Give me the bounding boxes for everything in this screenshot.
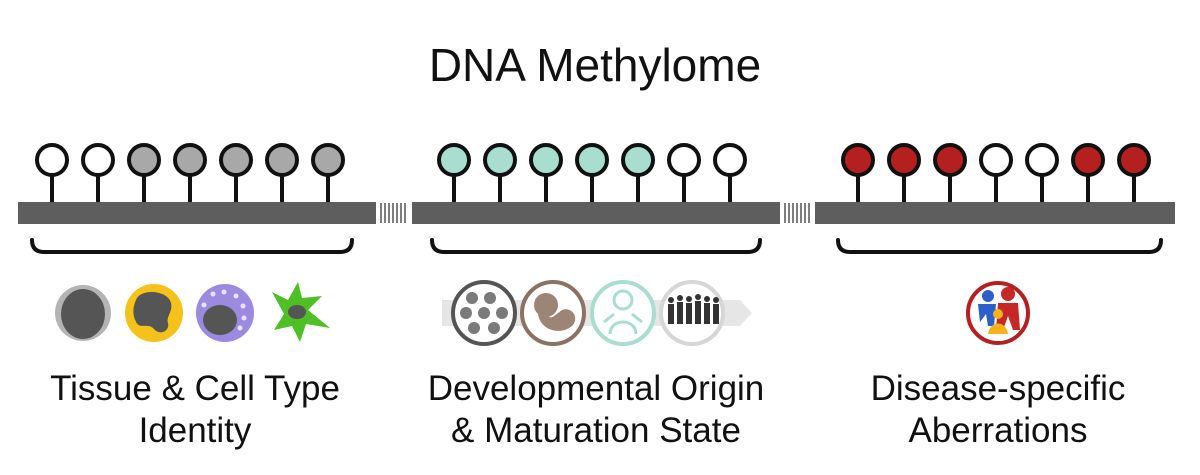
cpg-site-teal bbox=[621, 143, 655, 202]
diagram-title: DNA Methylome bbox=[428, 39, 762, 91]
braces bbox=[30, 238, 1163, 254]
cell-green-icon bbox=[272, 282, 330, 342]
strand-gap-2 bbox=[784, 203, 810, 223]
dna-strands bbox=[18, 202, 1175, 224]
cpg-site-teal bbox=[529, 143, 563, 202]
cpg-site-unmethylated bbox=[35, 143, 69, 202]
cpg-site-teal bbox=[575, 143, 609, 202]
strand-gap-1 bbox=[380, 203, 406, 223]
caption-tissue-cell-type: Tissue & Cell Type Identity bbox=[5, 368, 385, 452]
caption-line: Disease-specific bbox=[870, 369, 1126, 408]
cpg-site-grey bbox=[311, 143, 345, 202]
adults-icon bbox=[659, 280, 725, 346]
brace-2 bbox=[430, 238, 762, 254]
caption-line: Aberrations bbox=[908, 411, 1088, 450]
cell-grey-icon bbox=[55, 285, 111, 341]
embryo-cells-icon bbox=[451, 280, 517, 346]
cpg-site-unmethylated bbox=[713, 143, 747, 202]
infant-icon bbox=[590, 280, 656, 346]
cpg-site-red bbox=[1117, 143, 1151, 202]
cpg-site-red bbox=[933, 143, 967, 202]
brace-3 bbox=[836, 238, 1163, 254]
cell-purple-icon bbox=[196, 284, 254, 342]
caption-developmental-origin: Developmental Origin & Maturation State bbox=[406, 368, 786, 452]
cpg-site-unmethylated bbox=[979, 143, 1013, 202]
cpg-site-unmethylated bbox=[667, 143, 701, 202]
cpg-site-red bbox=[1071, 143, 1105, 202]
caption-line: Developmental Origin bbox=[427, 369, 765, 408]
cpg-site-unmethylated bbox=[81, 143, 115, 202]
caption-disease-aberrations: Disease-specific Aberrations bbox=[808, 368, 1188, 452]
cpg-site-teal bbox=[483, 143, 517, 202]
cpg-site-red bbox=[887, 143, 921, 202]
caption-line: Identity bbox=[138, 411, 252, 450]
dna-strand-1 bbox=[18, 202, 376, 224]
people-icon bbox=[966, 281, 1030, 345]
caption-line: Tissue & Cell Type bbox=[50, 369, 340, 408]
cpg-sites bbox=[35, 143, 1151, 202]
cpg-site-unmethylated bbox=[1025, 143, 1059, 202]
dna-strand-3 bbox=[815, 202, 1175, 224]
caption-line: & Maturation State bbox=[451, 411, 741, 450]
fetus-icon bbox=[520, 280, 586, 346]
cpg-site-red bbox=[841, 143, 875, 202]
cpg-site-grey bbox=[219, 143, 253, 202]
cpg-site-teal bbox=[437, 143, 471, 202]
cpg-site-grey bbox=[173, 143, 207, 202]
brace-1 bbox=[30, 238, 354, 254]
cpg-site-grey bbox=[265, 143, 299, 202]
dna-strand-2 bbox=[412, 202, 780, 224]
cpg-site-grey bbox=[127, 143, 161, 202]
cell-yellow-icon bbox=[125, 284, 183, 342]
